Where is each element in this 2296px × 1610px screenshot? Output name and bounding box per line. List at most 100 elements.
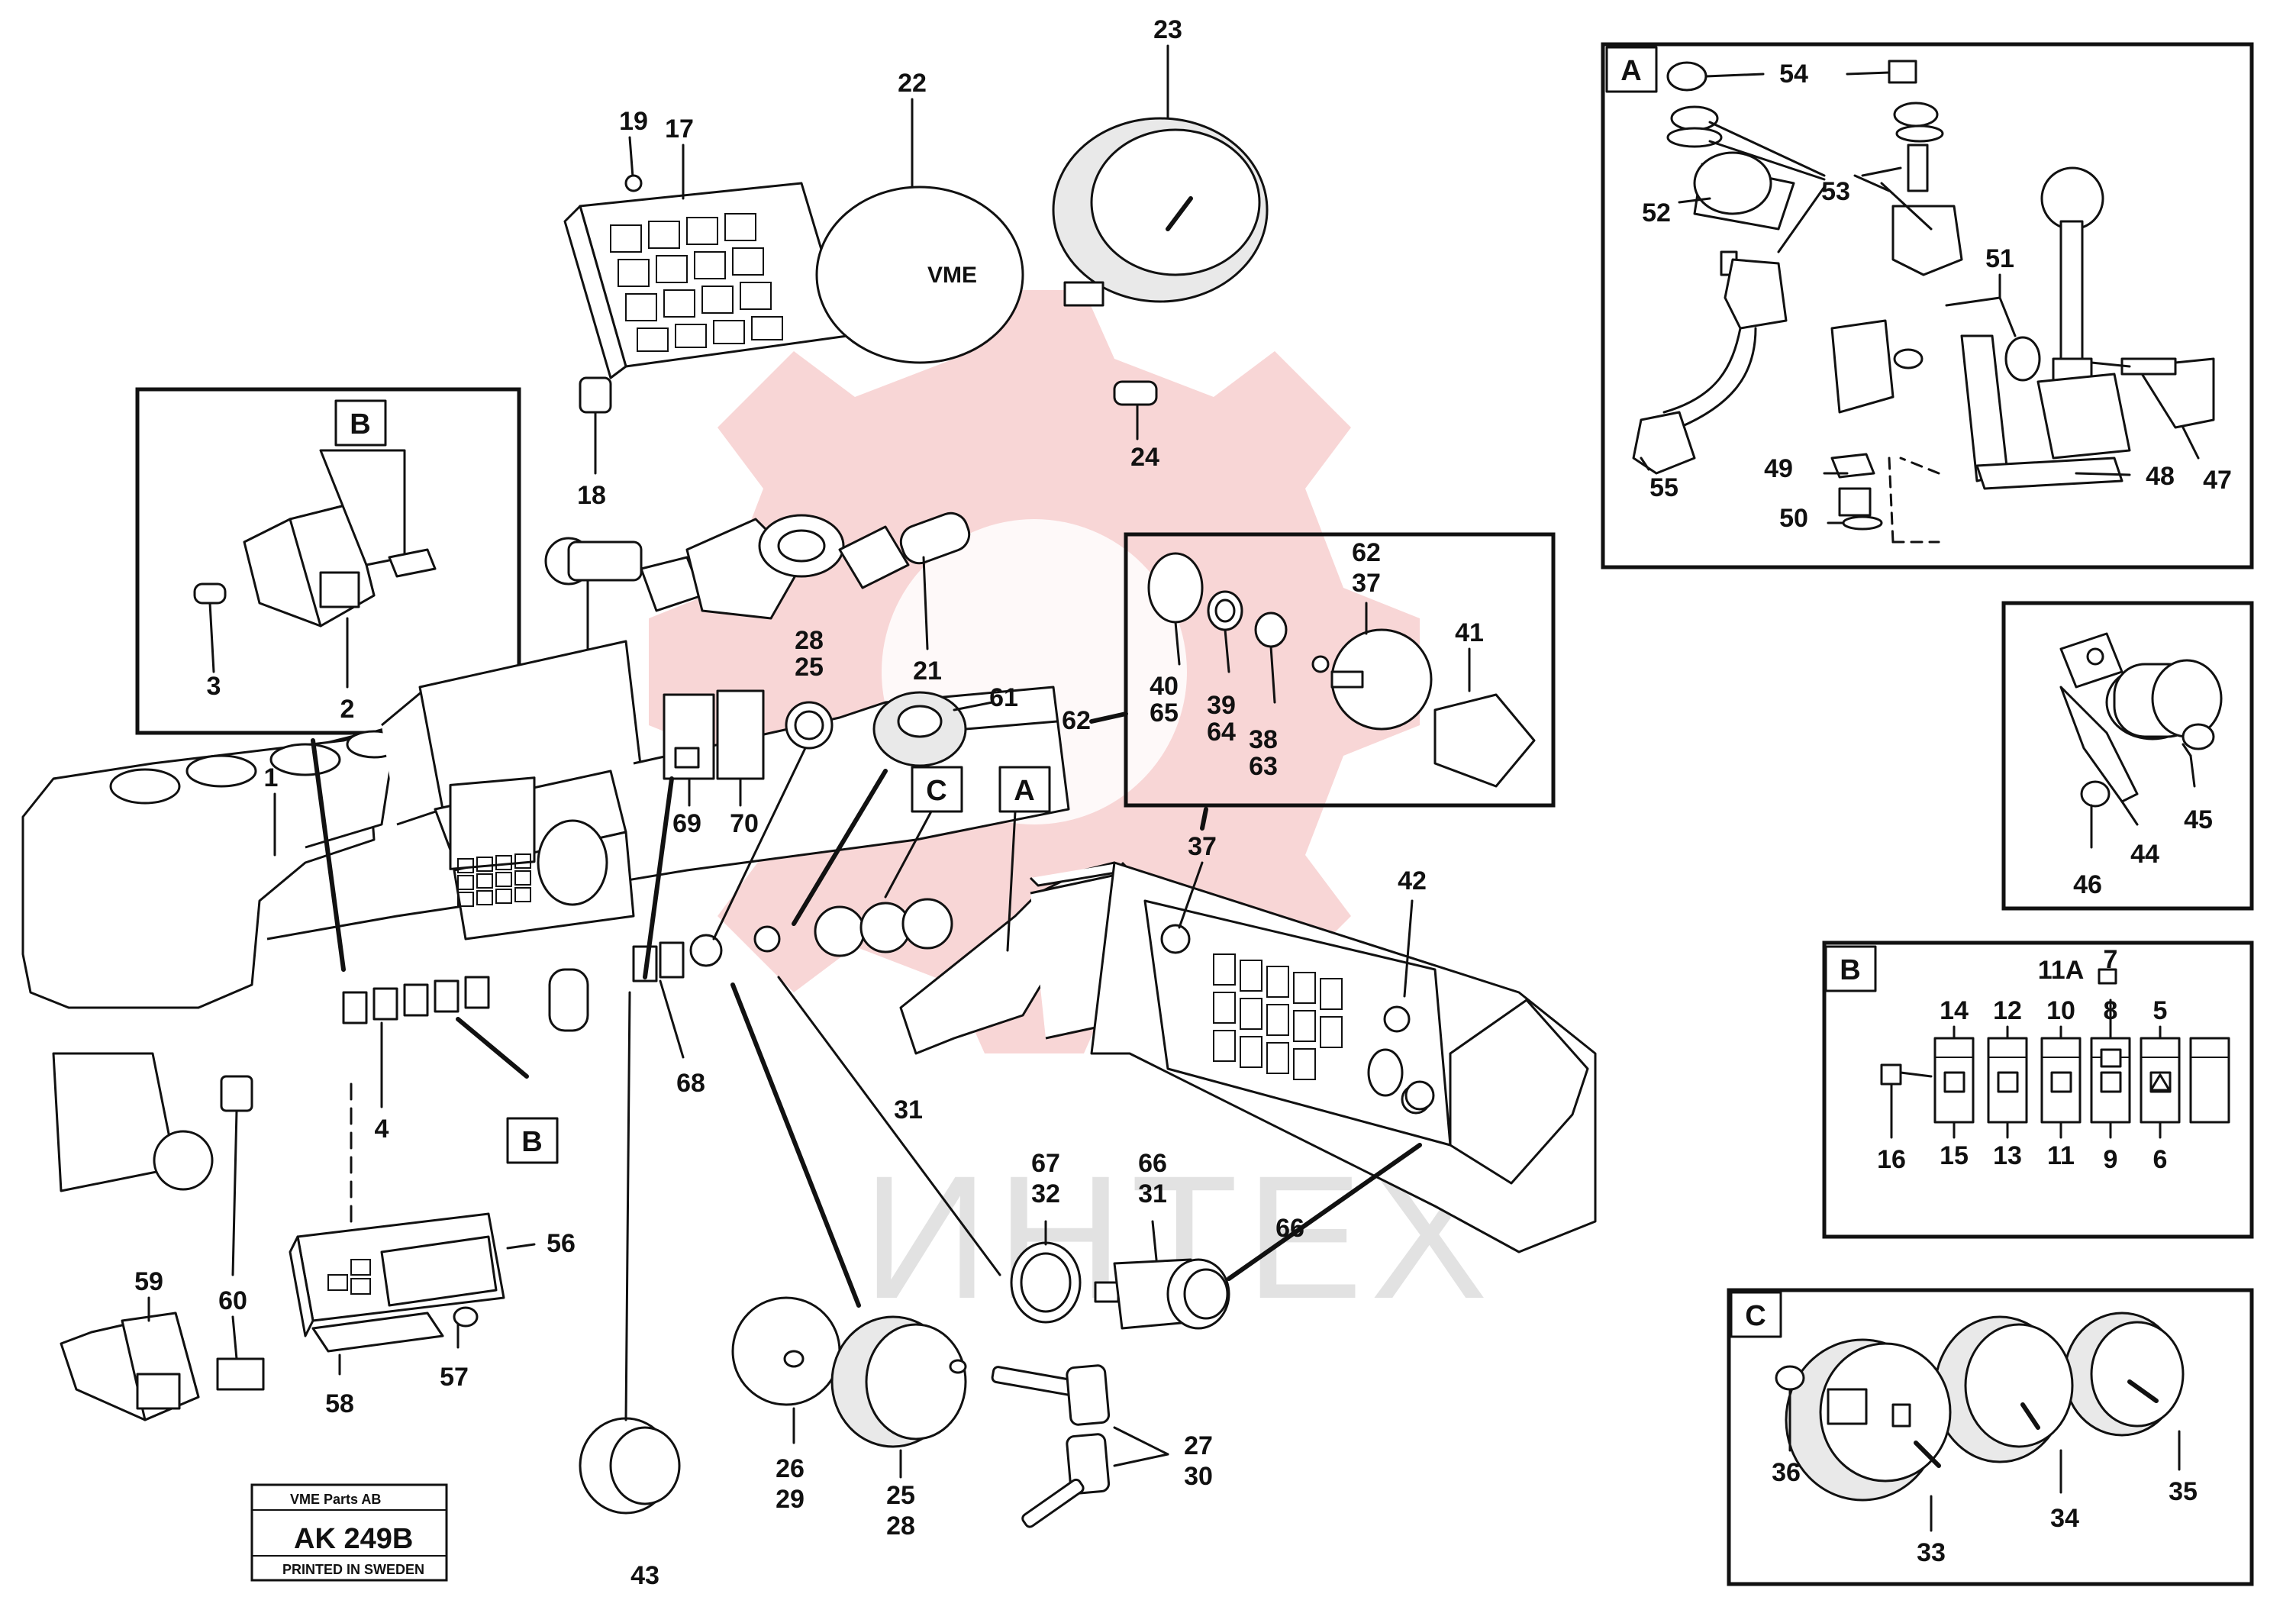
detail-box-b <box>135 387 521 735</box>
label-66-top: 66 <box>1138 1149 1167 1178</box>
label-43: 43 <box>630 1561 659 1590</box>
label-62-main: 62 <box>1062 706 1091 735</box>
label-21: 21 <box>913 657 942 686</box>
label-a-55: 55 <box>1649 473 1678 502</box>
stamp-company: VME Parts AB <box>290 1492 381 1507</box>
label-26: 26 <box>776 1454 805 1483</box>
label-b-16: 16 <box>1877 1145 1906 1174</box>
control-panel-17 <box>563 136 849 475</box>
watermark-gear <box>649 290 1420 1053</box>
label-66: 66 <box>1275 1214 1304 1243</box>
label-46: 46 <box>2073 870 2102 899</box>
dash-switch-row <box>342 976 490 1024</box>
label-37-box: 37 <box>1352 569 1381 598</box>
tag-c-dash <box>911 766 963 813</box>
tag-box-a <box>1605 46 1658 93</box>
detail-box-c <box>1727 1288 2254 1586</box>
label-63: 63 <box>1249 752 1278 781</box>
label-a-47: 47 <box>2203 466 2232 495</box>
label-41: 41 <box>1455 618 1484 647</box>
label-c-33: 33 <box>1917 1538 1946 1567</box>
tag-b-label: B <box>350 408 370 440</box>
label-1: 1 <box>264 763 279 792</box>
tag-box-b <box>334 399 387 447</box>
label-28: 28 <box>886 1512 915 1541</box>
stamp-code: AK 249B <box>294 1523 413 1555</box>
knob-assembly <box>1147 552 1536 788</box>
label-b-7: 7 <box>2104 945 2118 974</box>
ring-28-25 <box>712 701 834 941</box>
label-31: 31 <box>894 1095 923 1124</box>
label-b-13: 13 <box>1993 1141 2022 1170</box>
tag-box-a-label: A <box>1620 55 1641 87</box>
label-4: 4 <box>375 1115 389 1144</box>
label-58: 58 <box>325 1389 354 1418</box>
label-b-6: 6 <box>2153 1145 2168 1174</box>
label-60: 60 <box>218 1286 247 1315</box>
label-59: 59 <box>134 1267 163 1296</box>
gauge-23 <box>1052 44 1269 440</box>
label-23: 23 <box>1153 15 1182 44</box>
label-b-14: 14 <box>1940 996 1969 1025</box>
ring-61 <box>792 691 994 926</box>
label-a-51: 51 <box>1985 244 2014 273</box>
label-44: 44 <box>2130 840 2159 869</box>
gauges-c <box>1775 1312 2185 1532</box>
label-27: 27 <box>1184 1431 1213 1460</box>
label-30: 30 <box>1184 1462 1213 1491</box>
label-a-54: 54 <box>1779 60 1808 89</box>
tag-c-dash-label: C <box>926 775 946 807</box>
label-b-11a: 11A <box>2038 956 2085 985</box>
label-61: 61 <box>989 683 1018 712</box>
label-a-50: 50 <box>1779 504 1808 533</box>
label-2: 2 <box>340 695 355 724</box>
fuel-icon <box>1891 1403 1911 1428</box>
tag-b-dash-label: B <box>521 1126 542 1158</box>
tag-a-dash-label: A <box>1014 775 1034 807</box>
label-22: 22 <box>898 69 927 98</box>
label-37: 37 <box>1188 832 1217 861</box>
label-56: 56 <box>547 1229 576 1258</box>
label-62-box: 62 <box>1352 538 1381 567</box>
label-38: 38 <box>1249 725 1278 754</box>
label-b-12: 12 <box>1993 996 2022 1025</box>
label-39: 39 <box>1207 691 1236 720</box>
label-c-34: 34 <box>2050 1504 2079 1533</box>
label-32: 32 <box>1031 1179 1060 1208</box>
label-67: 67 <box>1031 1149 1060 1178</box>
tag-box-c-label: C <box>1745 1300 1766 1332</box>
detail-box-44 <box>2001 601 2254 911</box>
label-3: 3 <box>207 672 221 701</box>
label-25: 25 <box>886 1481 915 1510</box>
label-42: 42 <box>1398 866 1427 895</box>
label-25-top: 25 <box>795 653 824 682</box>
tag-box-c <box>1730 1291 1782 1338</box>
label-b-10: 10 <box>2046 996 2075 1025</box>
label-29: 29 <box>776 1485 805 1514</box>
assembly-44 <box>2059 632 2223 849</box>
tag-a-dash <box>998 766 1051 813</box>
label-c-35: 35 <box>2169 1477 2198 1506</box>
display-unit-56 <box>289 1082 536 1376</box>
stalk-switch-20 <box>544 511 971 681</box>
label-c-36: 36 <box>1772 1458 1801 1487</box>
label-18: 18 <box>577 481 606 510</box>
label-b-8: 8 <box>2104 996 2118 1025</box>
parts-stamp: VME Parts AB AK 249B PRINTED IN SWEDEN <box>250 1483 448 1582</box>
label-a-53: 53 <box>1821 177 1850 206</box>
gauge-cover-22: VME <box>815 98 1024 364</box>
label-17: 17 <box>665 115 694 144</box>
label-68: 68 <box>676 1069 705 1098</box>
assembly-a <box>1632 60 2215 544</box>
tag-box-b-right-label: B <box>1840 954 1860 986</box>
label-24: 24 <box>1130 443 1159 472</box>
detail-box-b-right <box>1822 941 2254 1239</box>
label-40: 40 <box>1150 672 1179 701</box>
switch-59 <box>60 1109 265 1421</box>
label-b-5: 5 <box>2153 996 2168 1025</box>
label-b-9: 9 <box>2104 1145 2118 1174</box>
detail-box-a <box>1601 42 2254 569</box>
label-a-48: 48 <box>2146 462 2175 491</box>
label-64: 64 <box>1207 718 1236 747</box>
label-28-top: 28 <box>795 626 824 655</box>
